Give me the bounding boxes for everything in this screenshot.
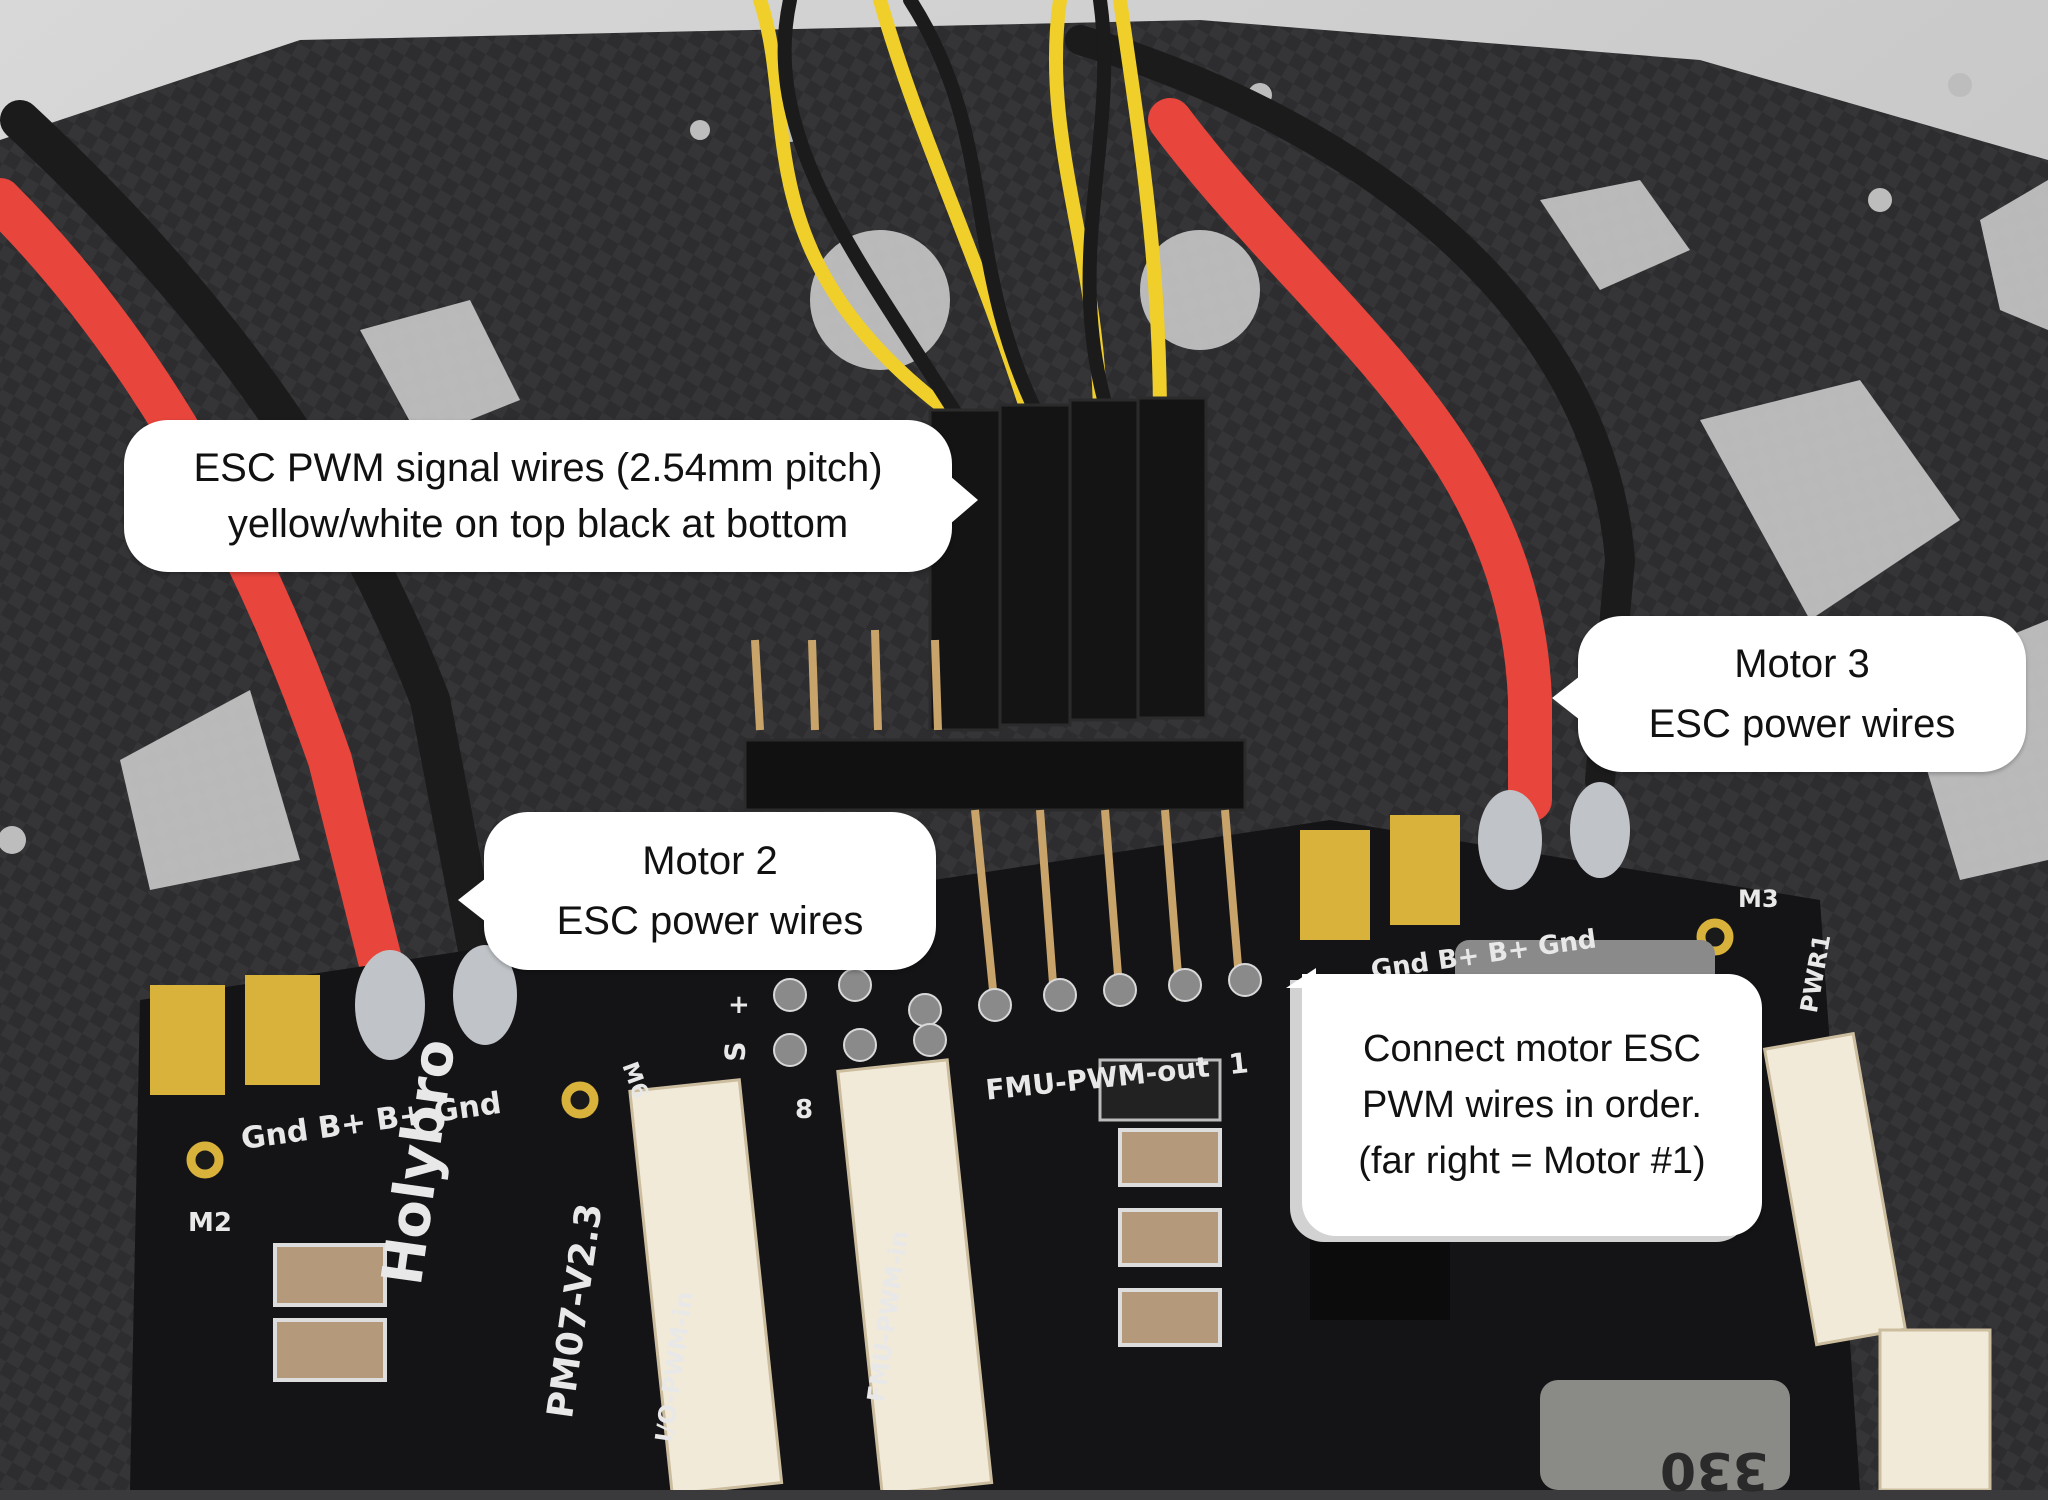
signal-row-label: S [718,1041,752,1062]
m2-label: M2 [188,1208,232,1238]
header-last-label: 8 [795,1095,814,1125]
callout-motor2-power: Motor 2 ESC power wires [458,812,936,970]
callout-pwm-signal-wires: ESC PWM signal wires (2.54mm pitch) yell… [124,420,978,572]
plus-row-label: + [728,990,750,1020]
inductor-marking: 330 [1660,1440,1769,1500]
callout-motor3-power: Motor 3 ESC power wires [1552,616,2026,772]
pwm-connector-housings [928,396,1208,732]
callout-pwm-order: Connect motor ESC PWM wires in order. (f… [1286,968,1762,1236]
m3-label: M3 [1738,885,1779,913]
